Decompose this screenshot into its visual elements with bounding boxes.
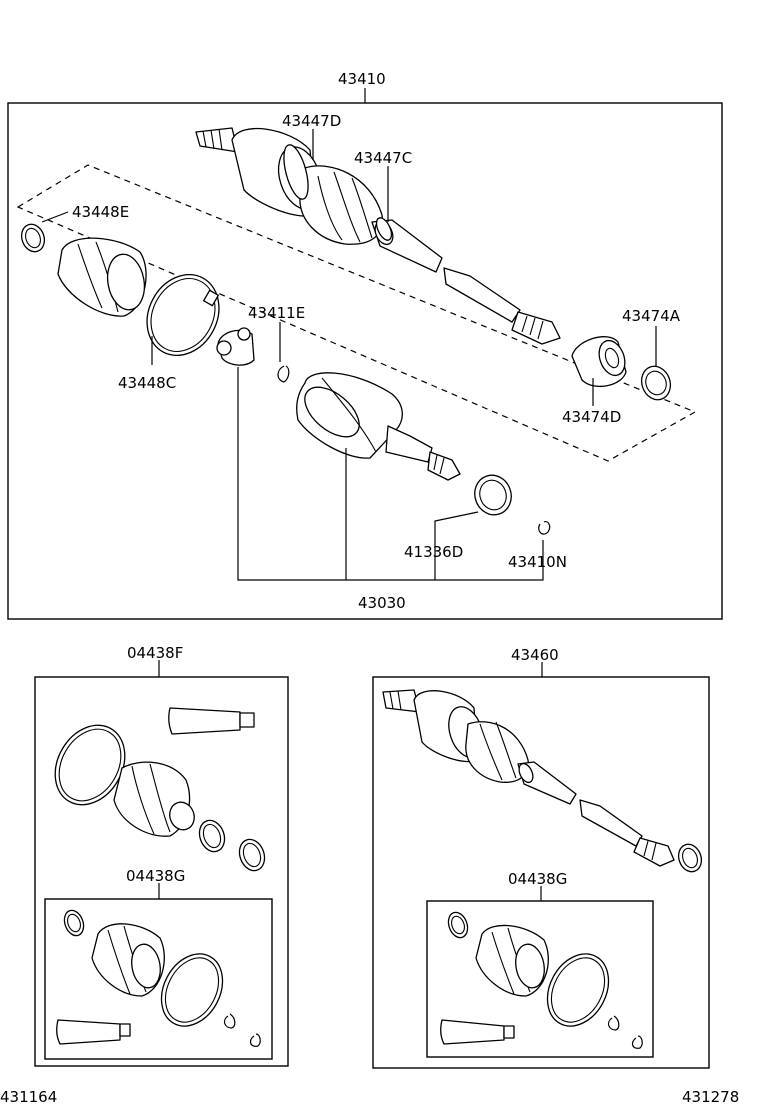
frame-04438F-kit	[34, 676, 289, 1067]
label-43448C: 43448C	[118, 374, 176, 392]
band-clamp-large-left	[54, 724, 126, 806]
clip-43410N	[538, 521, 551, 535]
label-04438G-right: 04438G	[508, 870, 567, 888]
label-43410: 43410	[338, 70, 386, 88]
clamp-43447C	[375, 217, 393, 241]
frame-43460-assembly	[372, 676, 710, 1069]
clamp-43448E	[20, 223, 46, 253]
boot-04438G-right	[475, 924, 549, 997]
label-04438G-left: 04438G	[126, 867, 185, 885]
label-43448E: 43448E	[72, 203, 129, 221]
label-41336D: 41336D	[404, 543, 463, 561]
boot-04438F	[113, 761, 195, 837]
boot-inner	[57, 237, 147, 317]
grease-tube-left-top	[168, 707, 255, 735]
dynamic-damper-43474D	[571, 336, 627, 388]
clip-right-kit	[631, 1035, 643, 1049]
clamp-small-left-2	[238, 838, 266, 872]
label-43410N: 43410N	[508, 553, 567, 571]
clamp-43474A	[640, 365, 672, 401]
label-43447C: 43447C	[354, 149, 412, 167]
dashed-kit-boundary	[16, 164, 697, 462]
band-clamp-left-kit	[160, 953, 224, 1027]
clip-left-kit	[249, 1033, 261, 1047]
clamp-43448C	[146, 273, 220, 357]
label-43447D: 43447D	[282, 112, 341, 130]
label-04438F: 04438F	[127, 644, 183, 662]
snap-ring-right-kit	[607, 1015, 620, 1031]
label-43474A: 43474A	[622, 307, 681, 325]
label-43474D: 43474D	[562, 408, 621, 426]
footer-code-left: 431164	[0, 1088, 57, 1106]
clamp-43460-end	[677, 843, 703, 873]
clamp-43447D	[283, 144, 309, 200]
grease-tube-left-kit	[56, 1019, 131, 1045]
drive-shaft-43460	[382, 689, 675, 867]
clamp-small-left-1	[198, 819, 226, 853]
clamp-small-left-kit	[63, 909, 85, 937]
snap-ring-43411E	[277, 365, 290, 383]
label-43411E: 43411E	[248, 304, 305, 322]
snap-ring-left-kit	[223, 1013, 236, 1029]
label-43030: 43030	[358, 594, 406, 612]
tripod-joint	[216, 327, 255, 366]
inner-joint-housing	[296, 372, 461, 481]
boot-04438G-left	[91, 923, 165, 997]
clamp-small-right-kit	[447, 911, 469, 939]
frame-04438G-right-kit	[426, 900, 654, 1058]
footer-code-right: 431278	[682, 1088, 739, 1106]
band-clamp-right-kit	[546, 953, 610, 1027]
label-43460: 43460	[511, 646, 559, 664]
grease-tube-right-kit	[440, 1019, 515, 1045]
